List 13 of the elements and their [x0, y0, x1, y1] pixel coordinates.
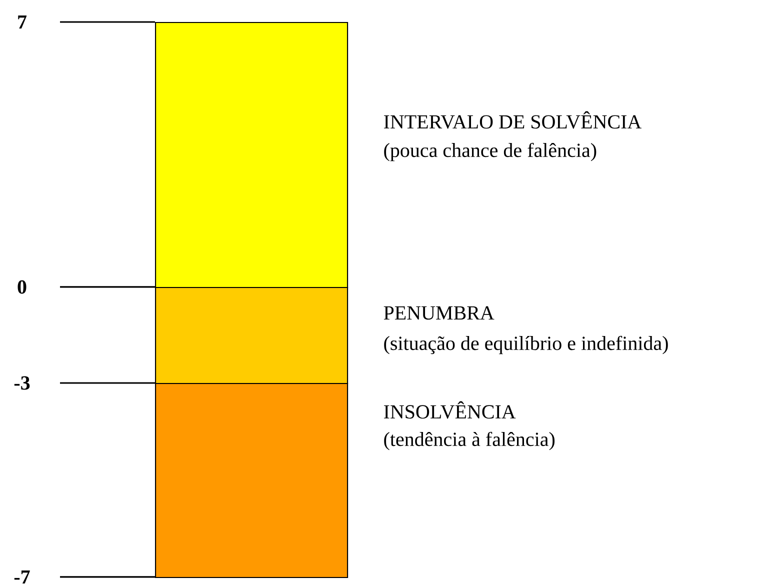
band-description: (tendência à falência)	[384, 432, 555, 450]
band-description: (situação de equilíbrio e indefinida)	[384, 336, 668, 354]
scale-band	[155, 22, 348, 288]
band-description: INTERVALO DE SOLVÊNCIA	[384, 111, 642, 129]
scale-value: 0	[18, 280, 26, 294]
scale-band	[155, 286, 348, 384]
band-description: INSOLVÊNCIA	[384, 401, 516, 419]
scale-value: -7	[14, 570, 30, 584]
band-description: (pouca chance de falência)	[384, 142, 596, 162]
scale-band	[155, 382, 348, 578]
scale-value: -3	[14, 376, 30, 390]
scale-value: 7	[18, 15, 27, 29]
band-description: PENUMBRA	[384, 306, 494, 320]
